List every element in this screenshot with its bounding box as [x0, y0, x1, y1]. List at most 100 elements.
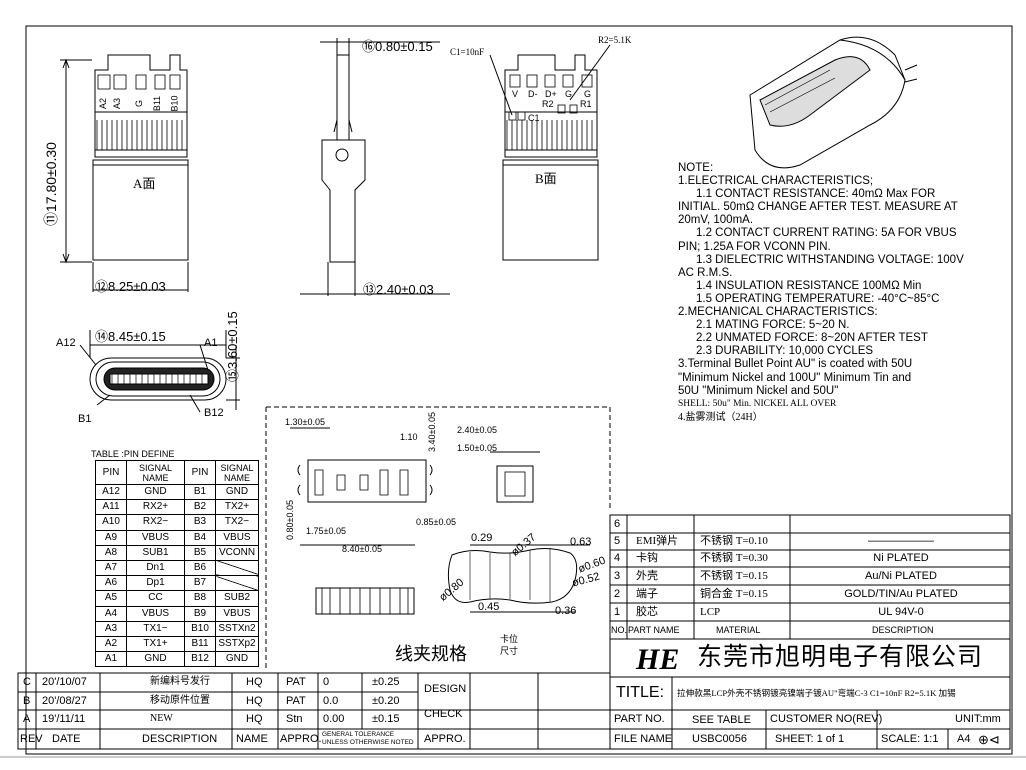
signal-cell: TX2− [215, 514, 259, 531]
company-name: 东莞市旭明电子有限公司 [697, 644, 984, 671]
tol-value: 0 [323, 676, 330, 688]
clamp-d110: 1.10 [400, 432, 418, 442]
clamp-d175: 1.75±0.05 [306, 526, 346, 536]
general-tolerance: GENERAL TOLERANCE UNLESS OTHERWISE NOTED [322, 731, 414, 746]
signal-cell: VBUS [126, 605, 185, 622]
b-pin-dplus: D+ [545, 89, 557, 99]
pin-cell: A6 [95, 575, 127, 592]
rev-description: NEW [150, 713, 173, 724]
tol-range: ±0.20 [372, 695, 400, 707]
dim-height: ⑪17.80±0.30 [43, 142, 59, 226]
bom-material: 不锈钢 T=0.30 [700, 552, 768, 564]
rev-header: REV [20, 733, 43, 745]
rev-code: B [23, 695, 31, 707]
pin-cell: A11 [95, 499, 127, 516]
signal-header: SIGNAL NAME [215, 460, 259, 485]
note-line: 2.MECHANICAL CHARACTERISTICS: [678, 306, 878, 319]
customer-no: CUSTOMER NO(REV) [770, 713, 883, 725]
clamp-d085: 0.85±0.05 [416, 517, 456, 527]
clamp-d840: 8.40±0.05 [342, 544, 382, 554]
dim-plug-height: ⑮3.60±0.15 [225, 311, 240, 382]
dim-width-a: ⑫8.25±0.03 [95, 279, 166, 294]
clamp-d029: 0.29 [471, 532, 493, 544]
tol-key: Stn [286, 713, 303, 725]
tol-value: 0.00 [323, 713, 345, 725]
signal-cell: VBUS [126, 529, 185, 546]
clamp-spec-box [265, 406, 611, 670]
signal-cell: TX1− [126, 620, 185, 637]
clamp-title: 线夹规格 [395, 644, 467, 664]
bom-part: EMI弹片 [636, 535, 679, 547]
note-line: 1.4 INSULATION RESISTANCE 100MΩ Min [696, 279, 922, 292]
bom-no: 5 [614, 535, 621, 547]
signal-cell: RX2− [126, 514, 185, 531]
r1-label: R1 [580, 99, 592, 109]
bom-material-header: MATERIAL [716, 625, 761, 635]
pin-cell: B12 [184, 651, 216, 668]
clamp-d036: 0.36 [555, 605, 577, 617]
tol-key: PAT [286, 676, 306, 688]
part-no-label: PART NO. [614, 713, 665, 725]
rev-name: HQ [246, 676, 263, 688]
note-line: 2.1 MATING FORCE: 5~20 N. [696, 319, 850, 332]
bom-description: —————— [868, 535, 934, 547]
rev-name: HQ [246, 713, 263, 725]
bom-no-header: NO. [611, 625, 628, 635]
connector-3d [749, 36, 918, 169]
plug-front-view [79, 330, 240, 413]
date-header: DATE [52, 733, 81, 745]
c1-note: C1=10nF [450, 47, 485, 57]
approval-header: APPRO. [280, 733, 322, 745]
design-label: DESIGN [424, 683, 467, 695]
bom-no: 4 [614, 552, 621, 564]
pin-a12: A12 [56, 337, 76, 349]
note-line: AC R.M.S. [678, 266, 733, 279]
bom-material: 铜合金 T=0.15 [700, 588, 768, 600]
bom-description-header: DESCRIPTION [872, 625, 934, 635]
pin-b1: B1 [78, 413, 92, 425]
bom-material: LCP [700, 606, 721, 618]
pin-label-a2: A2 [98, 97, 109, 110]
signal-cell: GND [215, 483, 259, 501]
face-a-label: A面 [133, 176, 156, 191]
bom-material: 不锈钢 T=0.10 [700, 535, 768, 547]
tol-key: PAT [286, 695, 306, 707]
pin-cell: B10 [184, 620, 216, 637]
bom-part: 外壳 [636, 570, 658, 582]
pin-header: PIN [184, 460, 216, 485]
note-line: 2.3 DURABILITY: 10,000 CYCLES [696, 345, 874, 358]
bom-part: 端子 [636, 588, 658, 600]
signal-cell: GND [126, 483, 185, 501]
scale-label: SCALE: 1:1 [881, 733, 939, 745]
signal-cell [215, 575, 259, 592]
pin-cell: B7 [184, 575, 216, 592]
signal-cell: TX2+ [215, 499, 259, 516]
bom-no: 1 [614, 606, 621, 618]
clamp-subtitle: 卡位尺寸 [500, 634, 519, 656]
note-line: NOTE: [678, 162, 714, 174]
pin-cell: B8 [184, 590, 216, 607]
r2-note: R2=5.1K [598, 35, 632, 45]
pin-a1: A1 [204, 337, 218, 349]
pin-cell: A4 [95, 605, 127, 622]
paper-size: A4 [957, 733, 971, 745]
rev-description: 移动原件位置 [150, 695, 210, 706]
pin-cell: B5 [184, 544, 216, 561]
signal-cell: SSTXp2 [215, 635, 259, 653]
tol-range: ±0.25 [372, 676, 400, 688]
bom-description: Au/Ni PLATED [865, 570, 937, 582]
signal-cell: VBUS [215, 529, 259, 546]
pin-cell: A8 [95, 544, 127, 561]
description-header: DESCRIPTION [142, 733, 218, 745]
clamp-d080: 0.80±0.05 [285, 500, 295, 540]
part-no-value: SEE TABLE [692, 714, 751, 726]
pin-cell: A5 [95, 590, 127, 607]
